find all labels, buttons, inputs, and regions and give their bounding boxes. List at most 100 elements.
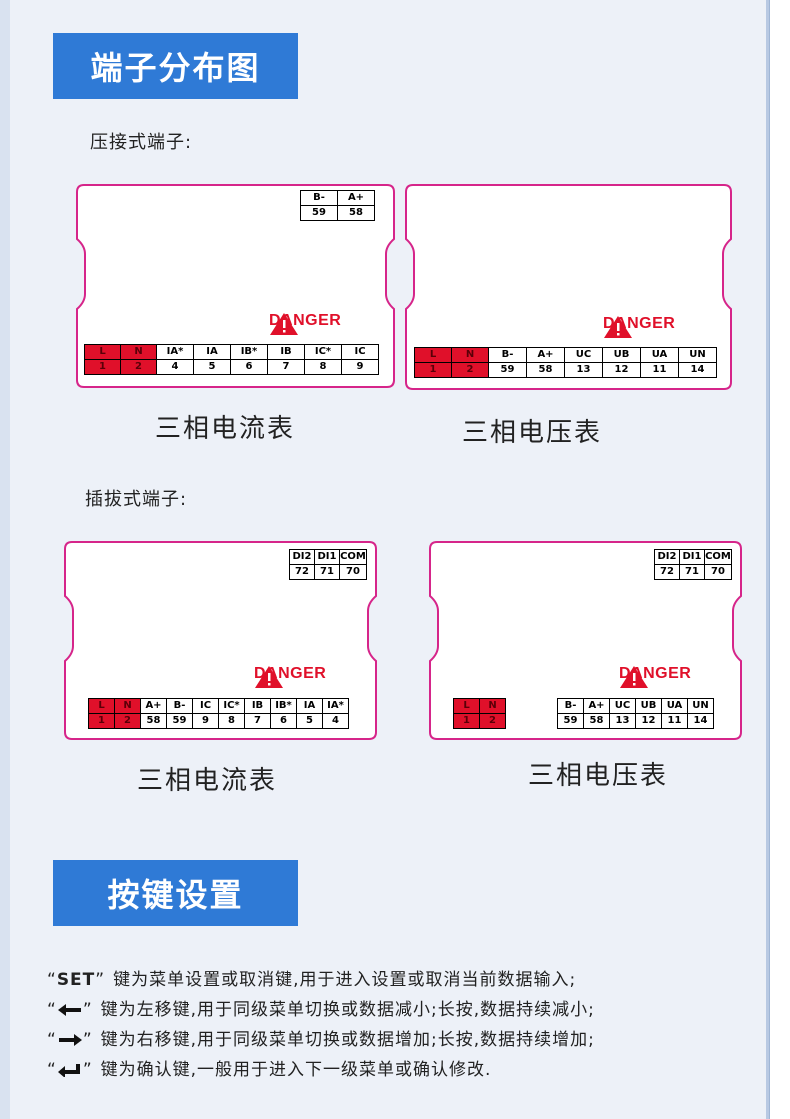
terminal-header: UN bbox=[678, 347, 717, 363]
key-line-set: “SET” 键为菜单设置或取消键,用于进入设置或取消当前数据输入; bbox=[47, 965, 595, 995]
terminal-number: 9 bbox=[341, 359, 379, 375]
terminal-header: N bbox=[479, 698, 506, 714]
panel-outline bbox=[429, 541, 742, 740]
terminal-header: IB bbox=[244, 698, 271, 714]
terminal-header: DI1 bbox=[679, 549, 705, 565]
terminal-header: IA bbox=[296, 698, 323, 714]
crimp-terminal-label: 压接式端子: bbox=[90, 132, 193, 153]
terminal-header: B- bbox=[166, 698, 193, 714]
terminal-number: 70 bbox=[339, 564, 367, 580]
terminal-header: A+ bbox=[526, 347, 565, 363]
terminal-number: 2 bbox=[120, 359, 157, 375]
arrow-left-icon bbox=[57, 1004, 81, 1016]
terminal-header: N bbox=[451, 347, 489, 363]
danger-warning: DANGER bbox=[603, 315, 675, 338]
terminal-header: DI2 bbox=[654, 549, 680, 565]
caption-current-plug: 三相电流表 bbox=[137, 766, 278, 796]
key-description: 键为左移键,用于同级菜单切换或数据减小;长按,数据持续减小; bbox=[100, 1000, 595, 1020]
terminal-number: 1 bbox=[453, 713, 480, 729]
warning-icon bbox=[620, 666, 648, 688]
bottom-terminal-table: L N IA* IA IB* IB IC* IC 1 2 4 5 6 7 8 9 bbox=[84, 344, 379, 375]
terminal-header: N bbox=[120, 344, 157, 360]
terminal-number: 59 bbox=[488, 362, 527, 378]
caption-voltage-plug: 三相电压表 bbox=[528, 761, 669, 791]
terminal-number: 1 bbox=[414, 362, 452, 378]
terminal-header: DI2 bbox=[289, 549, 315, 565]
terminal-number: 12 bbox=[602, 362, 641, 378]
terminal-header: IB bbox=[267, 344, 305, 360]
terminal-number: 11 bbox=[661, 713, 688, 729]
bottom-terminal-table: L N B- A+ UC UB UA UN 1 2 59 58 13 12 11… bbox=[414, 347, 717, 378]
terminal-header: IA* bbox=[156, 344, 194, 360]
terminal-number: 6 bbox=[230, 359, 268, 375]
key-line-enter: “ ” 键为确认键,一般用于进入下一级菜单或确认修改. bbox=[47, 1055, 595, 1085]
terminal-number: 72 bbox=[289, 564, 315, 580]
caption-voltage-crimp: 三相电压表 bbox=[462, 418, 603, 448]
terminal-number: 58 bbox=[140, 713, 167, 729]
panel-voltage-crimp: DANGER L N B- A+ UC UB UA UN 1 2 59 58 1… bbox=[405, 184, 733, 391]
key-line-right: “ ” 键为右移键,用于同级菜单切换或数据增加;长按,数据持续增加; bbox=[47, 1025, 595, 1055]
terminal-number: 14 bbox=[687, 713, 714, 729]
terminal-number: 5 bbox=[296, 713, 323, 729]
terminal-number: 7 bbox=[267, 359, 305, 375]
terminal-header: UA bbox=[661, 698, 688, 714]
terminal-header: L bbox=[84, 344, 121, 360]
danger-warning: DANGER bbox=[254, 665, 326, 688]
terminal-layout-banner: 端子分布图 bbox=[53, 33, 298, 99]
terminal-number: 5 bbox=[193, 359, 231, 375]
terminal-number: 59 bbox=[300, 205, 338, 221]
terminal-header: A+ bbox=[140, 698, 167, 714]
terminal-header: UB bbox=[602, 347, 641, 363]
terminal-number: 4 bbox=[156, 359, 194, 375]
terminal-number: 7 bbox=[244, 713, 271, 729]
terminal-number: 4 bbox=[322, 713, 349, 729]
panel-outline bbox=[76, 184, 395, 388]
terminal-number: 2 bbox=[479, 713, 506, 729]
enter-key-label: “ ” bbox=[47, 1060, 93, 1080]
plug-terminal-label: 插拔式端子: bbox=[85, 489, 188, 510]
terminal-header: IB* bbox=[230, 344, 268, 360]
arrow-right-icon bbox=[58, 1034, 82, 1046]
terminal-number: 9 bbox=[192, 713, 219, 729]
enter-icon bbox=[57, 1064, 80, 1077]
terminal-number: 8 bbox=[304, 359, 342, 375]
warning-icon bbox=[604, 316, 632, 338]
terminal-header: B- bbox=[557, 698, 584, 714]
left-edge bbox=[0, 0, 10, 1119]
terminal-number: 11 bbox=[640, 362, 679, 378]
terminal-header: IA bbox=[193, 344, 231, 360]
terminal-header: IC* bbox=[304, 344, 342, 360]
terminal-header: A+ bbox=[337, 190, 375, 206]
terminal-header: L bbox=[453, 698, 480, 714]
terminal-number: 6 bbox=[270, 713, 297, 729]
terminal-number: 2 bbox=[451, 362, 489, 378]
terminal-header: B- bbox=[488, 347, 527, 363]
terminal-header: A+ bbox=[583, 698, 610, 714]
key-description: 键为菜单设置或取消键,用于进入设置或取消当前数据输入; bbox=[113, 970, 577, 990]
terminal-header: IA* bbox=[322, 698, 349, 714]
terminal-header: IC* bbox=[218, 698, 245, 714]
terminal-number: 12 bbox=[635, 713, 662, 729]
key-description: 键为确认键,一般用于进入下一级菜单或确认修改. bbox=[100, 1060, 492, 1080]
terminal-header: DI1 bbox=[314, 549, 340, 565]
right-key-label: “ ” bbox=[47, 1030, 93, 1050]
right-edge-line bbox=[766, 0, 769, 1119]
terminal-header: COM bbox=[704, 549, 732, 565]
terminal-number: 2 bbox=[114, 713, 141, 729]
terminal-number: 72 bbox=[654, 564, 680, 580]
terminal-number: 59 bbox=[166, 713, 193, 729]
terminal-header: UC bbox=[609, 698, 636, 714]
terminal-header: UB bbox=[635, 698, 662, 714]
warning-icon bbox=[255, 666, 283, 688]
terminal-header: IB* bbox=[270, 698, 297, 714]
left-key-label: “ ” bbox=[47, 1000, 93, 1020]
terminal-number: 8 bbox=[218, 713, 245, 729]
danger-warning: DANGER bbox=[619, 665, 691, 688]
terminal-number: 70 bbox=[704, 564, 732, 580]
